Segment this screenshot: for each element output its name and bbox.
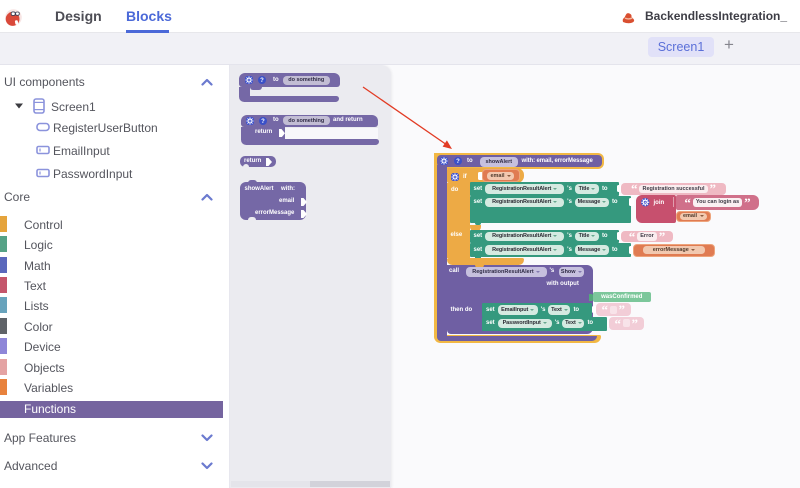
svg-text:?: ? xyxy=(260,78,264,84)
svg-text:?: ? xyxy=(456,159,460,165)
svg-text:?: ? xyxy=(261,119,265,125)
